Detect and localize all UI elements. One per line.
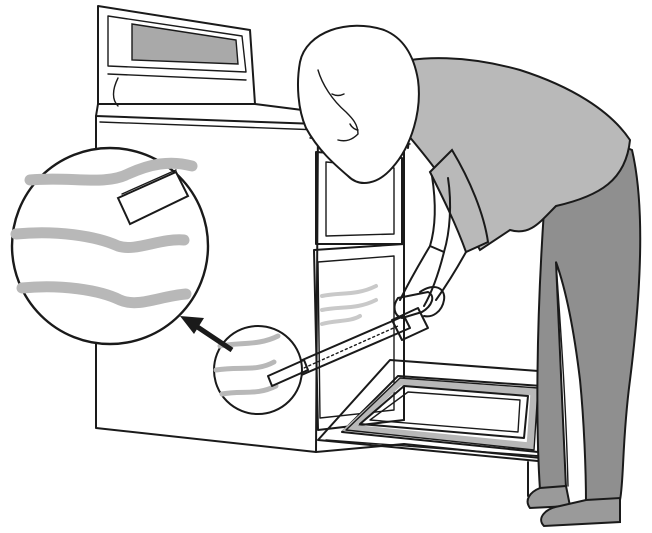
magnified-gasket-line	[10, 227, 190, 253]
oven-rack-line	[320, 284, 378, 298]
magnified-scraper-blade	[116, 170, 190, 226]
oven-rack-line	[320, 314, 362, 326]
magnified-gasket-line	[16, 281, 192, 309]
detail-source-circle	[213, 325, 309, 415]
magnified-gasket-line	[24, 157, 198, 186]
shirt	[382, 57, 632, 252]
shoe	[540, 496, 621, 528]
door-gasket	[341, 378, 538, 450]
person	[297, 24, 642, 528]
far-arm	[428, 148, 490, 254]
arrow-icon	[180, 316, 234, 353]
lower-oven-cavity	[313, 243, 405, 431]
control-display-panel	[131, 23, 239, 65]
hair	[297, 24, 420, 184]
magnifier-circle-icon	[10, 146, 210, 346]
oven-rack-line	[320, 298, 378, 312]
open-oven-door	[317, 359, 553, 497]
